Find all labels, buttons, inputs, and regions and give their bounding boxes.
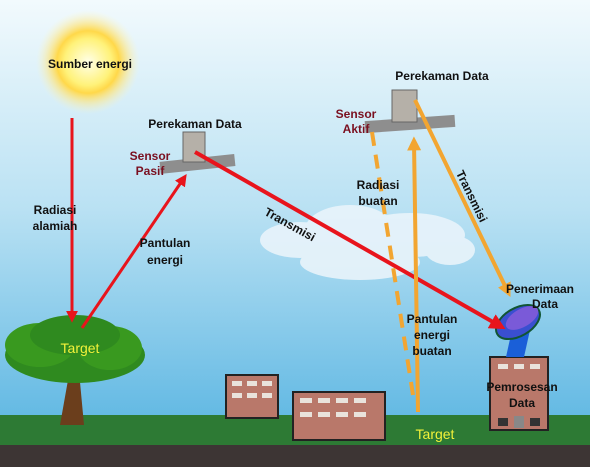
- active-sensor-label: Aktif: [343, 122, 371, 136]
- active-energy-path: [370, 99, 511, 413]
- passive-sensor-label: Sensor: [130, 149, 171, 163]
- soil: [0, 445, 590, 467]
- energy-source-label: Sumber energi: [48, 57, 132, 71]
- energy-reflection-label: Pantulan: [140, 236, 191, 250]
- cloud-icon: [260, 205, 475, 280]
- active-sensor-label: Sensor: [336, 107, 377, 121]
- satellite-dish-icon: [495, 303, 541, 357]
- artificial-radiation-label: buatan: [358, 194, 397, 208]
- energy-reflection-label: energi: [147, 253, 183, 267]
- passive-sensor-label: Pasif: [136, 164, 166, 178]
- artificial-reflection-label: energi: [414, 328, 450, 342]
- natural-energy-path: [66, 118, 506, 330]
- data-reception-label: Penerimaan: [506, 282, 574, 296]
- natural-radiation-label: Radiasi: [34, 203, 77, 217]
- data-reception-label: Data: [532, 297, 558, 311]
- natural-radiation-label: alamiah: [33, 219, 78, 233]
- artificial-reflection-label: buatan: [412, 344, 451, 358]
- artificial-radiation-label: Radiasi: [357, 178, 400, 192]
- data-processing-label: Pemrosesan: [486, 380, 557, 394]
- data-processing-label: Data: [509, 396, 535, 410]
- passive-recording-label: Perekaman Data: [148, 117, 242, 131]
- tree-icon: [5, 315, 145, 425]
- sun-icon: [36, 10, 140, 114]
- active-satellite-icon: [364, 89, 456, 134]
- target-label-right: Target: [416, 426, 455, 442]
- active-recording-label: Perekaman Data: [395, 69, 489, 83]
- artificial-reflection-label: Pantulan: [407, 312, 458, 326]
- target-label-left: Target: [61, 340, 100, 356]
